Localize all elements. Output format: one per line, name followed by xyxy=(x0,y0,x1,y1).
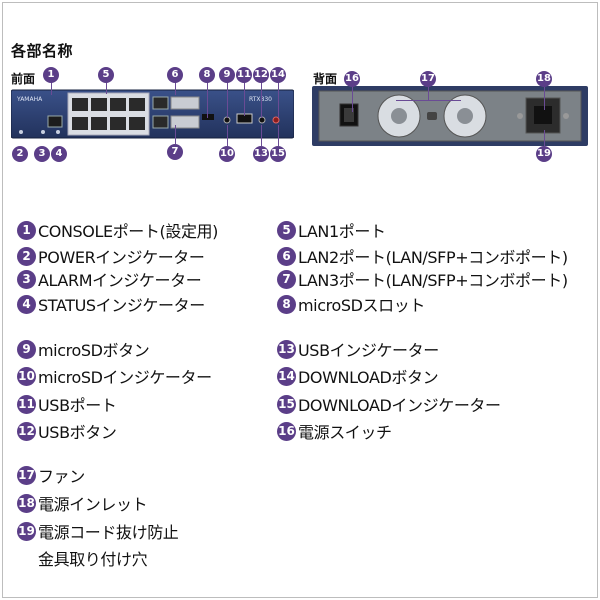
leader-line-17 xyxy=(428,86,429,100)
callout-badge-10: 10 xyxy=(219,146,235,162)
callout-badge-6: 6 xyxy=(167,67,183,83)
fan-vents xyxy=(377,94,487,138)
callout-badge-15: 15 xyxy=(270,146,286,162)
lan1-ports xyxy=(72,98,145,130)
front-brand-logo: YAMAHA xyxy=(16,96,43,103)
power-led xyxy=(19,130,23,134)
callout-badge-5: 5 xyxy=(98,67,114,83)
callout-badge-11: 11 xyxy=(236,67,252,83)
rear-panel-image xyxy=(312,86,588,146)
callout-badge-3: 3 xyxy=(34,146,50,162)
status-led xyxy=(56,130,60,134)
leader-line-13 xyxy=(261,125,262,146)
back-label: 背面 xyxy=(313,72,338,86)
microsd-slot xyxy=(202,114,214,120)
callout-badge-1: 1 xyxy=(43,67,59,83)
leader-line-11 xyxy=(244,82,245,116)
callout-badge-2: 2 xyxy=(12,146,28,162)
callout-badge-9: 9 xyxy=(219,67,235,83)
section-heading: 各部名称 xyxy=(11,42,74,60)
callout-badge-18: 18 xyxy=(536,71,552,87)
leader-line-5 xyxy=(106,82,107,94)
callout-badge-8: 8 xyxy=(199,67,215,83)
callout-badge-12: 12 xyxy=(253,67,269,83)
callout-badge-19: 19 xyxy=(536,146,552,162)
legend-item-19-continuation: 金具取り付け穴 xyxy=(38,550,148,569)
callout-badge-16: 16 xyxy=(344,71,360,87)
leader-line-15 xyxy=(278,125,279,146)
leader-line-18 xyxy=(544,86,545,110)
front-model-logo: RTX830 xyxy=(249,96,272,103)
alarm-led xyxy=(41,130,45,134)
callout-badge-7: 7 xyxy=(167,144,183,160)
callout-badge-17: 17 xyxy=(420,71,436,87)
leader-line-9 xyxy=(227,82,228,118)
download-button xyxy=(272,116,280,124)
callout-badge-13: 13 xyxy=(253,146,269,162)
callout-badge-14: 14 xyxy=(270,67,286,83)
callout-badge-4: 4 xyxy=(51,146,67,162)
leader-line-7 xyxy=(175,125,176,144)
usb-button xyxy=(258,116,266,124)
lan3-port-group xyxy=(152,115,200,129)
leader-line-6 xyxy=(175,82,176,95)
leader-line-1 xyxy=(51,82,52,95)
front-label: 前面 xyxy=(11,72,36,86)
leader-line-19 xyxy=(544,130,545,146)
leader-line-8 xyxy=(207,82,208,118)
console-port xyxy=(47,115,63,128)
leader-line-14 xyxy=(278,82,279,118)
cord-clamp-hole-left xyxy=(517,113,523,119)
leader-line-10 xyxy=(227,125,228,146)
leader-line-12 xyxy=(261,82,262,118)
cord-clamp-hole-right xyxy=(563,113,569,119)
lan2-port-group xyxy=(152,96,200,110)
leader-line-17-bracket xyxy=(396,100,461,101)
front-panel-image: YAMAHA RTX830 xyxy=(11,89,294,139)
leader-line-16 xyxy=(352,82,353,112)
